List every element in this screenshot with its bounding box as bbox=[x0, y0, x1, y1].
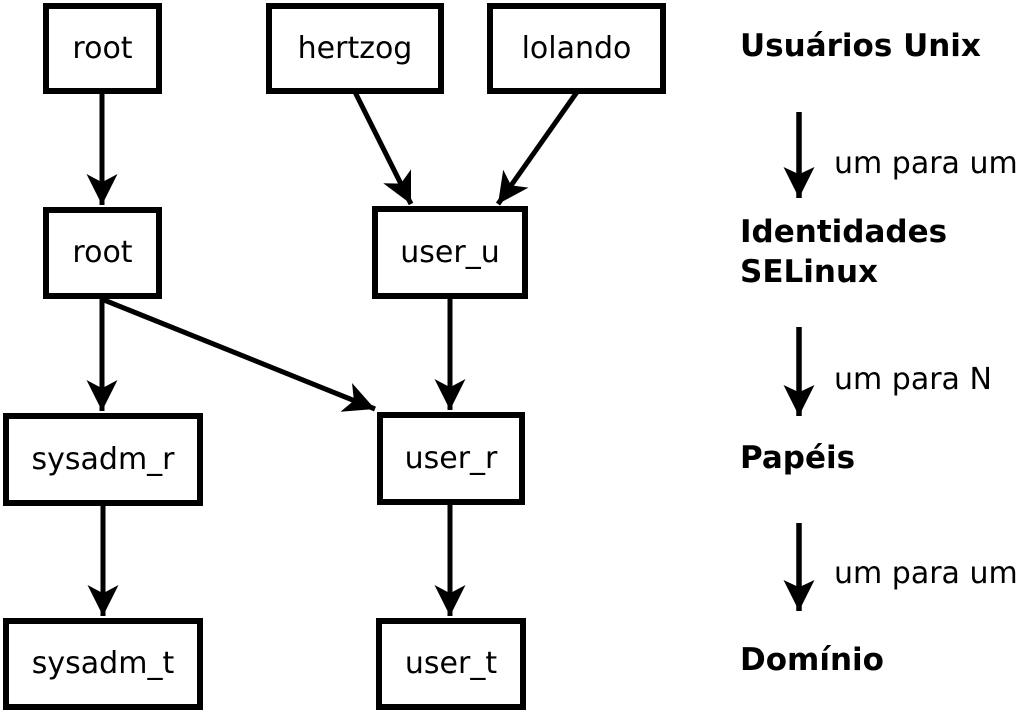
legend-um-para-um-1: um para um bbox=[834, 146, 1018, 181]
legend-usuarios-unix: Usuários Unix bbox=[740, 28, 981, 64]
node-root-identity-label: root bbox=[72, 235, 133, 270]
node-sysadm-t-label: sysadm_t bbox=[31, 646, 175, 681]
node-sysadm-r-label: sysadm_r bbox=[31, 441, 175, 477]
node-root-identity: root bbox=[43, 207, 162, 299]
legend-identidades-selinux: Identidades SELinux bbox=[740, 212, 947, 292]
arrow-lolando-to-useru bbox=[495, 90, 580, 206]
node-user-r-label: user_r bbox=[404, 440, 498, 476]
legend-dominio: Domínio bbox=[740, 642, 884, 678]
legend-papeis: Papéis bbox=[740, 440, 856, 476]
node-lolando-label: lolando bbox=[521, 30, 632, 66]
node-user-r: user_r bbox=[377, 412, 525, 505]
legend-um-para-um-2: um para um bbox=[834, 556, 1018, 591]
node-user-t: user_t bbox=[376, 618, 526, 710]
node-user-t-label: user_t bbox=[404, 646, 498, 681]
node-lolando: lolando bbox=[487, 3, 666, 94]
node-sysadm-t: sysadm_t bbox=[3, 618, 203, 710]
node-sysadm-r: sysadm_r bbox=[3, 413, 203, 506]
node-root-unix-label: root bbox=[72, 30, 133, 66]
legend-identidades-line2: SELinux bbox=[740, 254, 879, 290]
node-user-u: user_u bbox=[372, 206, 528, 299]
node-hertzog: hertzog bbox=[266, 3, 444, 94]
arrow-hertzog-to-useru bbox=[352, 90, 414, 206]
node-hertzog-label: hertzog bbox=[297, 30, 413, 66]
node-user-u-label: user_u bbox=[400, 234, 500, 270]
arrow-rootidentity-to-userr bbox=[103, 297, 376, 412]
legend-um-para-n: um para N bbox=[834, 362, 992, 397]
legend-identidades-line1: Identidades bbox=[740, 214, 948, 250]
node-root-unix: root bbox=[43, 3, 162, 94]
